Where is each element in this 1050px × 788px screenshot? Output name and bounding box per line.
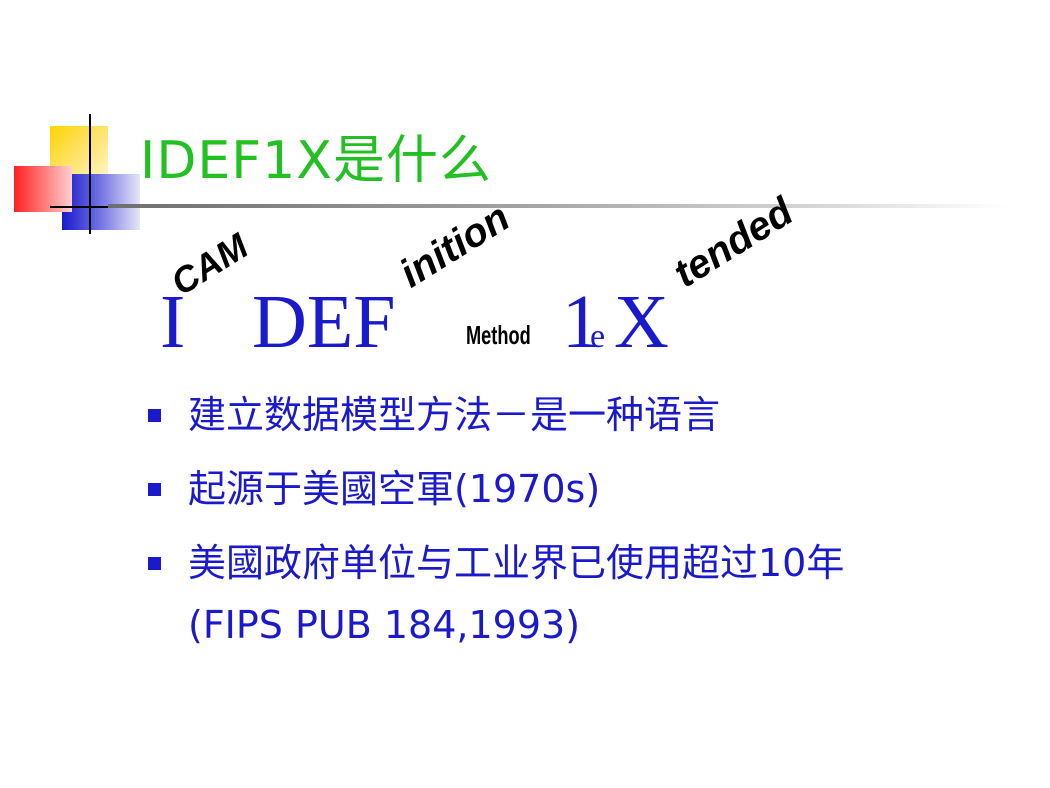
acronym-method-label: Method xyxy=(466,320,531,350)
acronym-x: X xyxy=(614,280,669,364)
acronym-one: 1 xyxy=(562,280,600,364)
logo-horizontal-line xyxy=(50,206,120,208)
red-square-decoration xyxy=(14,166,72,212)
blue-square-decoration xyxy=(62,174,140,230)
square-bullet-icon xyxy=(148,483,161,496)
acronym-e: e xyxy=(590,318,606,355)
bullet-list: 建立数据模型方法－是一种语言 起源于美國空軍(1970s) 美國政府单位与工业界… xyxy=(148,384,1028,668)
acronym-def: DEF xyxy=(252,280,396,364)
bullet-item: 美國政府单位与工业界已使用超过10年(FIPS PUB 184,1993) xyxy=(148,532,1028,656)
logo-vertical-line xyxy=(89,114,91,234)
bullet-text: 建立数据模型方法－是一种语言 xyxy=(188,393,721,437)
square-bullet-icon xyxy=(148,409,161,422)
acronym-inition-label: inition xyxy=(392,195,518,297)
slide-title: IDEF1X是什么 xyxy=(140,131,492,191)
acronym-letter-i: I xyxy=(160,280,186,364)
bullet-text: 起源于美國空軍(1970s) xyxy=(188,467,601,511)
slide-logo-decoration xyxy=(0,0,160,250)
bullet-item: 建立数据模型方法－是一种语言 xyxy=(148,384,1028,446)
title-underline-rule xyxy=(108,204,1008,208)
bullet-item: 起源于美國空軍(1970s) xyxy=(148,458,1028,520)
square-bullet-icon xyxy=(148,557,161,570)
bullet-text: 美國政府单位与工业界已使用超过10年(FIPS PUB 184,1993) xyxy=(188,541,845,647)
